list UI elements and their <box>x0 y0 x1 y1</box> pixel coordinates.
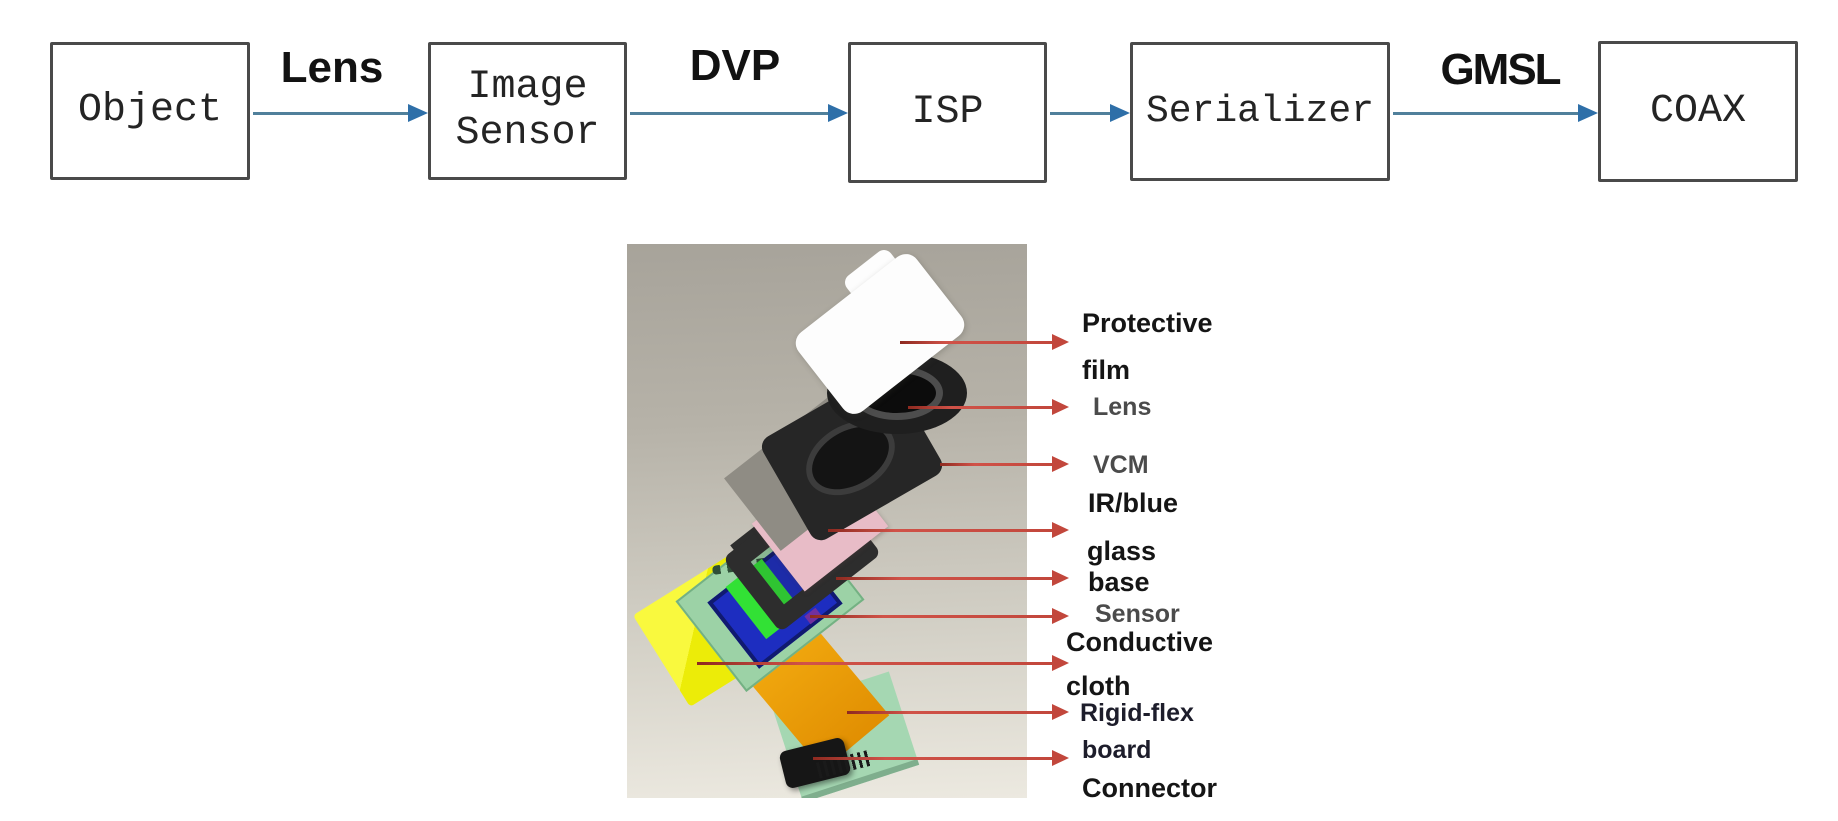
label-film: film <box>1082 355 1131 385</box>
flow-link-label-gmsl: GMSL <box>1440 45 1561 94</box>
flow-link-label-lens: Lens <box>280 43 384 92</box>
annotation-arrow-connector-icon <box>813 750 1069 766</box>
annotation-arrow-lens-icon <box>908 399 1069 415</box>
label-lens: Lens <box>1093 393 1152 421</box>
annotation-arrow-vcm-icon <box>940 456 1069 472</box>
flow-box-object-label: Object <box>77 88 223 133</box>
annotation-arrow-ir-blue-glass-icon <box>828 522 1069 538</box>
label-vcm: VCM <box>1093 451 1149 479</box>
flow-arrow-object-to-image-sensor-icon <box>253 104 428 122</box>
label-base: base <box>1088 567 1150 597</box>
label-board: board <box>1082 736 1152 764</box>
flow-box-image-sensor-label-line2: Sensor <box>455 111 600 156</box>
label-connector: Connector <box>1082 773 1217 803</box>
flow-arrow-serializer-to-coax-icon <box>1393 104 1598 122</box>
flow-arrow-image-sensor-to-isp-icon <box>630 104 848 122</box>
label-protective: Protective <box>1082 308 1213 338</box>
camera-module-photo <box>627 244 1027 798</box>
annotation-arrow-base-icon <box>836 570 1069 586</box>
label-rigid-flex: Rigid-flex <box>1080 699 1194 727</box>
label-conductive: Conductive <box>1066 627 1214 657</box>
label-glass: glass <box>1087 536 1157 566</box>
flow-link-label-dvp: DVP <box>689 41 781 90</box>
flow-box-isp-label: ISP <box>911 89 984 135</box>
flow-box-image-sensor-label-line1: Image <box>467 65 588 110</box>
label-sensor: Sensor <box>1095 600 1180 628</box>
flow-box-serializer-label: Serializer <box>1145 89 1375 133</box>
flow-box-isp: ISP <box>848 42 1047 183</box>
flow-box-object: Object <box>50 42 250 180</box>
annotation-arrow-protective-film-icon <box>900 334 1069 350</box>
flow-box-coax: COAX <box>1598 41 1798 182</box>
annotation-arrow-conductive-cloth-icon <box>697 655 1069 671</box>
flow-arrow-isp-to-serializer-icon <box>1050 104 1130 122</box>
flow-box-coax-label: COAX <box>1649 88 1746 134</box>
flow-box-serializer: Serializer <box>1130 42 1390 181</box>
label-ir-blue: IR/blue <box>1088 488 1179 518</box>
annotation-arrow-sensor-icon <box>810 608 1069 624</box>
flow-box-image-sensor: Image Sensor <box>428 42 627 180</box>
label-cloth: cloth <box>1066 671 1131 701</box>
annotation-arrow-rigid-flex-board-icon <box>847 704 1069 720</box>
